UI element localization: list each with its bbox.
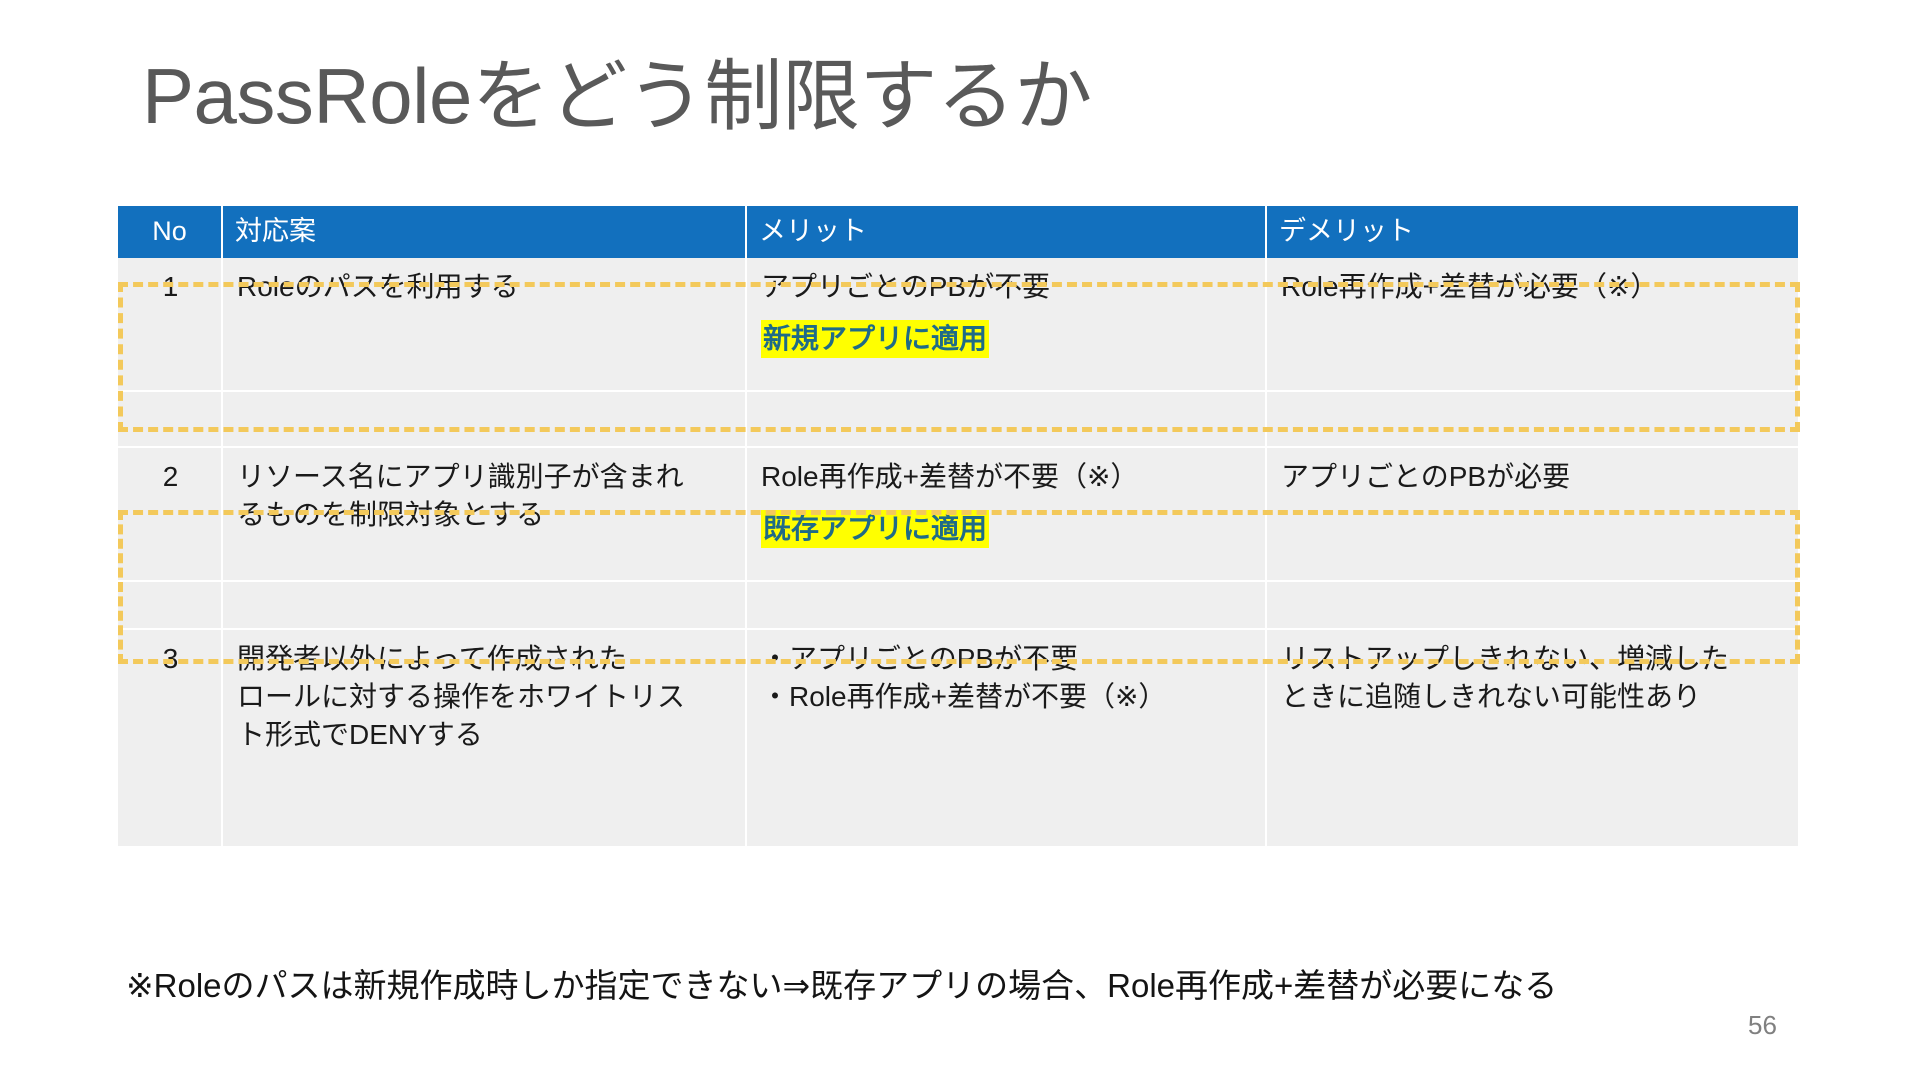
column-header-plan: 対応案 <box>222 206 747 258</box>
row-merit-cell: ・アプリごとのPBが不要 ・Role再作成+差替が不要（※） <box>746 629 1267 846</box>
column-header-demerit: デメリット <box>1266 206 1798 258</box>
spacer-cell <box>1266 390 1798 448</box>
table-row: 1 Roleのパスを利用する アプリごとのPBが不要 新規アプリに適用 Role… <box>118 258 1798 391</box>
row-demerit-cell: Role再作成+差替が必要（※） <box>1266 258 1798 391</box>
spacer-cell <box>746 390 1267 448</box>
page-number: 56 <box>1748 1010 1777 1040</box>
comparison-table: No 対応案 メリット デメリット 1 Roleのパスを利用する アプリごとのP… <box>118 206 1798 846</box>
merit-gap <box>761 496 1253 510</box>
comparison-table-container: No 対応案 メリット デメリット 1 Roleのパスを利用する アプリごとのP… <box>118 206 1798 846</box>
table-header: No 対応案 メリット デメリット <box>118 206 1798 258</box>
row-demerit-cell: リストアップしきれない、増減した ときに追随しきれない可能性あり <box>1266 629 1798 846</box>
row-plan-cell: 開発者以外によって作成された ロールに対する操作をホワイトリス ト形式でDENY… <box>222 629 747 846</box>
merit-gap <box>761 306 1253 320</box>
table-spacer-row <box>118 580 1798 630</box>
row-merit-cell: Role再作成+差替が不要（※） 既存アプリに適用 <box>746 447 1267 581</box>
row-number-cell: 2 <box>118 447 223 581</box>
merit-highlight-badge: 既存アプリに適用 <box>761 510 990 548</box>
spacer-cell <box>222 390 747 448</box>
spacer-cell <box>222 580 747 630</box>
row-merit-cell: アプリごとのPBが不要 新規アプリに適用 <box>746 258 1267 391</box>
spacer-cell <box>118 390 223 448</box>
column-header-no: No <box>118 206 223 258</box>
row-plan-cell: リソース名にアプリ識別子が含まれ るものを制限対象とする <box>222 447 747 581</box>
spacer-cell <box>118 580 223 630</box>
table-row: 2 リソース名にアプリ識別子が含まれ るものを制限対象とする Role再作成+差… <box>118 447 1798 581</box>
row-number-cell: 1 <box>118 258 223 391</box>
row-demerit-cell: アプリごとのPBが必要 <box>1266 447 1798 581</box>
table-header-row: No 対応案 メリット デメリット <box>118 206 1798 258</box>
footnote-text: ※Roleのパスは新規作成時しか指定できない⇒既存アプリの場合、Role再作成+… <box>126 967 1558 1004</box>
merit-text: アプリごとのPBが不要 <box>761 271 1051 302</box>
spacer-cell <box>1266 580 1798 630</box>
column-header-merit: メリット <box>746 206 1267 258</box>
page-title: PassRoleをどう制限するか <box>142 52 1092 140</box>
row-plan-cell: Roleのパスを利用する <box>222 258 747 391</box>
table-body: 1 Roleのパスを利用する アプリごとのPBが不要 新規アプリに適用 Role… <box>118 258 1798 846</box>
table-spacer-row <box>118 390 1798 448</box>
row-number-cell: 3 <box>118 629 223 846</box>
merit-text: Role再作成+差替が不要（※） <box>761 461 1139 492</box>
spacer-cell <box>746 580 1267 630</box>
merit-highlight-badge: 新規アプリに適用 <box>761 320 990 358</box>
table-row: 3 開発者以外によって作成された ロールに対する操作をホワイトリス ト形式でDE… <box>118 629 1798 846</box>
